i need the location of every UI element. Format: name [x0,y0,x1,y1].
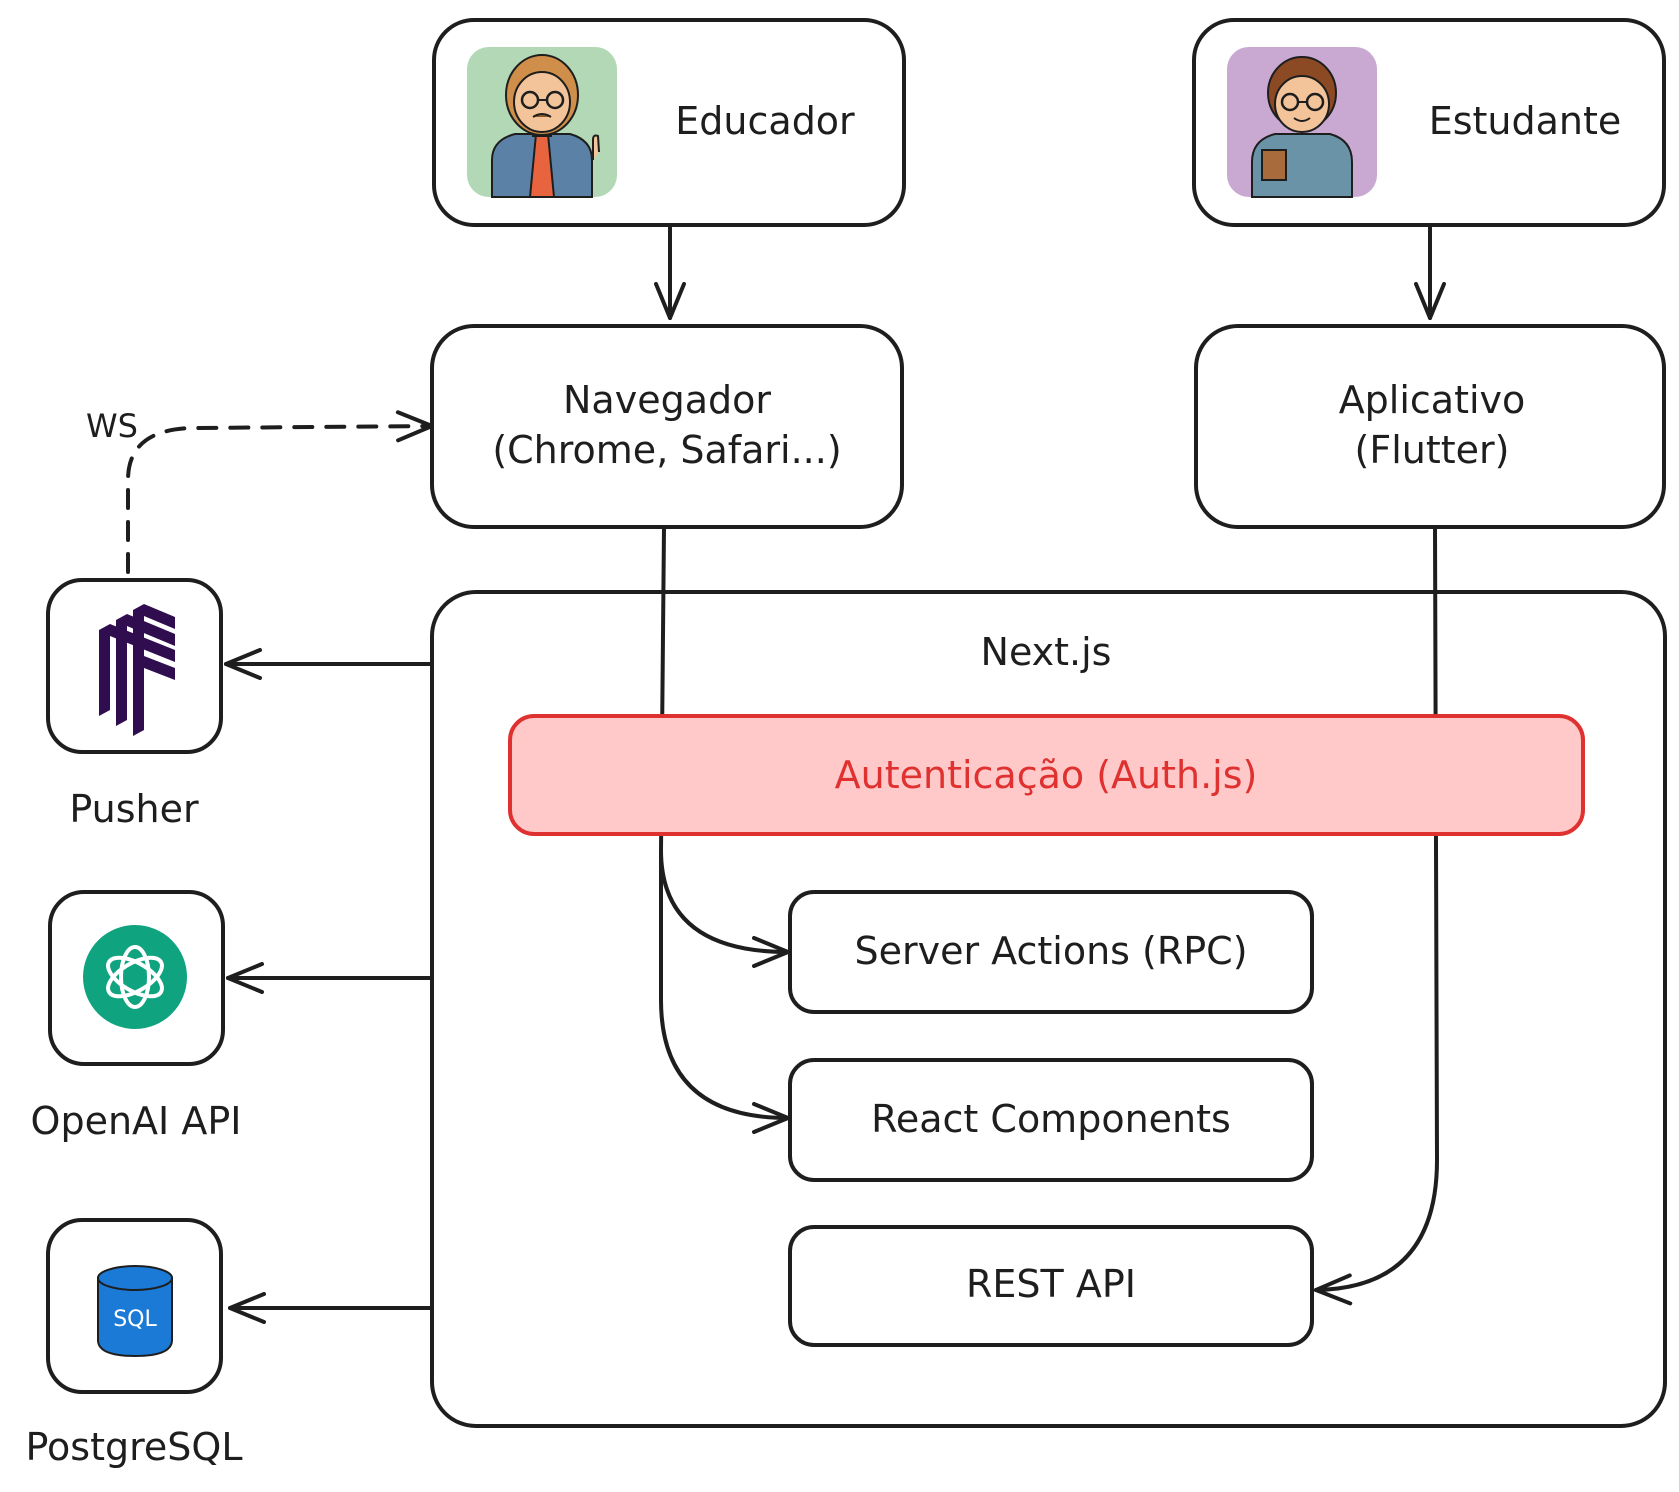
database-icon-text: SQL [113,1307,157,1332]
postgres-label: PostgreSQL [26,1425,243,1469]
openai-icon [83,925,187,1029]
arrow-aplicativo-to-rest-api [1314,525,1439,1306]
auth-bar: Autenticação (Auth.js) [508,714,1585,836]
educador-label: Educador [675,99,855,143]
server-actions-box: Server Actions (RPC) [788,890,1314,1014]
postgres-service: SQL PostgreSQL [26,1218,243,1469]
arrow-navegador-to-react-components [659,848,790,1134]
arrow-pusher-ws-to-navegador [126,410,434,574]
navegador-box: Navegador (Chrome, Safari...) [430,324,904,529]
auth-label: Autenticação (Auth.js) [835,753,1258,797]
student-icon [1251,56,1353,198]
nextjs-title: Next.js [981,630,1112,674]
react-components-label: React Components [871,1097,1231,1141]
aplicativo-box: Aplicativo (Flutter) [1194,324,1666,529]
pusher-label: Pusher [69,787,199,831]
navegador-title: Navegador [563,378,771,422]
openai-service: OpenAI API [31,890,242,1143]
aplicativo-title: Aplicativo [1339,378,1526,422]
openai-label: OpenAI API [31,1099,242,1143]
rest-api-label: REST API [966,1262,1136,1306]
pusher-service: Pusher [46,578,223,831]
connectors: WS [86,223,1446,1324]
rest-api-box: REST API [788,1225,1314,1347]
estudante-label: Estudante [1429,99,1622,143]
educador-card: Educador [432,18,906,227]
pusher-icon [99,604,175,736]
estudante-card: Estudante [1192,18,1666,227]
react-components-box: React Components [788,1058,1314,1182]
server-actions-label: Server Actions (RPC) [854,929,1247,973]
aplicativo-subtitle: (Flutter) [1355,428,1510,472]
database-icon: SQL [97,1265,173,1358]
teacher-icon [491,54,600,198]
ws-label: WS [86,407,138,445]
navegador-subtitle: (Chrome, Safari...) [492,428,841,472]
